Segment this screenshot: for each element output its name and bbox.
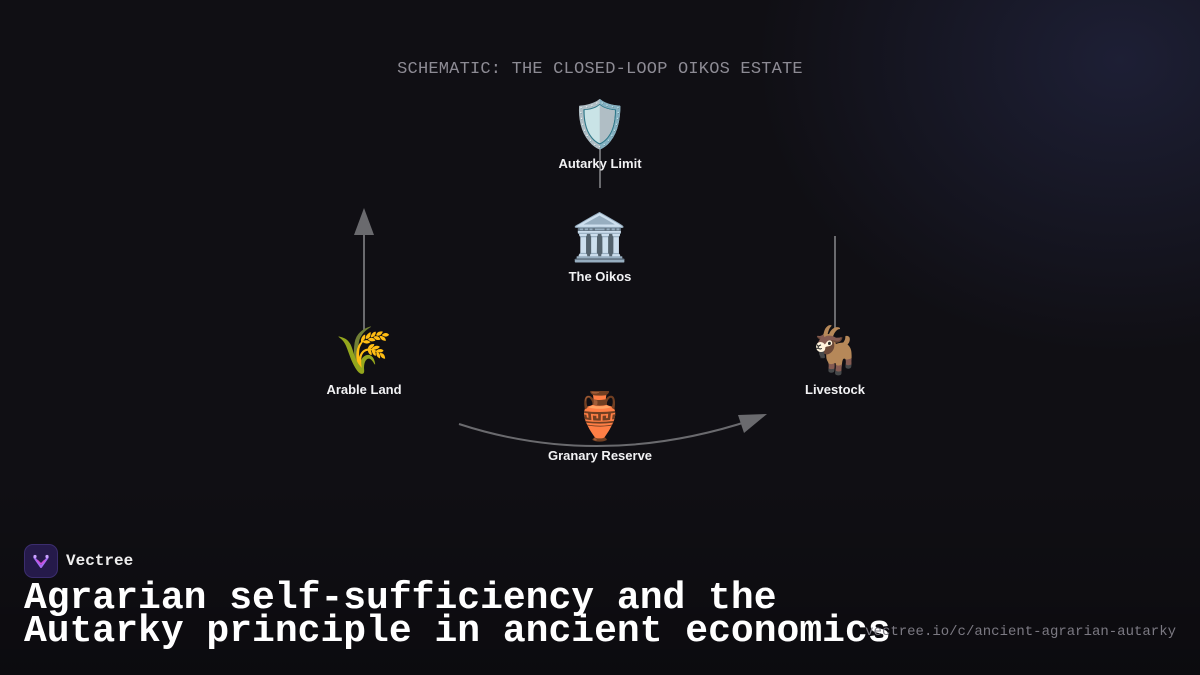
classical-building-icon: 🏛️ [571, 210, 629, 264]
node-granary-reserve: 🏺 Granary Reserve [520, 388, 680, 463]
diagram-title: SCHEMATIC: THE CLOSED-LOOP OIKOS ESTATE [397, 60, 803, 79]
node-label: Autarky Limit [558, 156, 642, 171]
amphora-icon: 🏺 [571, 389, 629, 443]
node-label: Livestock [805, 382, 865, 397]
node-livestock: 🐐 Livestock [755, 322, 915, 397]
brand[interactable]: Vectree [24, 544, 133, 578]
headline-line-2: Autarky principle in ancient economics [24, 610, 891, 653]
node-label: Granary Reserve [547, 448, 653, 463]
source-url-link[interactable]: vectree.io/c/ancient-agrarian-autarky [865, 624, 1176, 640]
brand-name: Vectree [66, 552, 134, 570]
arrowhead-granary-to-livestock [738, 414, 767, 433]
node-label: Arable Land [326, 382, 402, 397]
wheat-sheaf-icon: 🌾 [335, 323, 393, 377]
headline-line-1: Agrarian self-sufficiency and the [24, 577, 777, 620]
node-label: The Oikos [568, 269, 632, 284]
shield-icon: 🛡️ [571, 97, 629, 151]
vectree-logo-icon [24, 544, 58, 578]
node-arable-land: 🌾 Arable Land [284, 322, 444, 397]
node-oikos: 🏛️ The Oikos [520, 209, 680, 284]
node-autarky-limit: 🛡️ Autarky Limit [520, 96, 680, 171]
goat-icon: 🐐 [806, 323, 864, 377]
page-headline: Agrarian self-sufficiency and the Autark… [24, 577, 891, 653]
arrowhead-land-up [354, 208, 374, 235]
connector-granary-curve [458, 419, 753, 447]
